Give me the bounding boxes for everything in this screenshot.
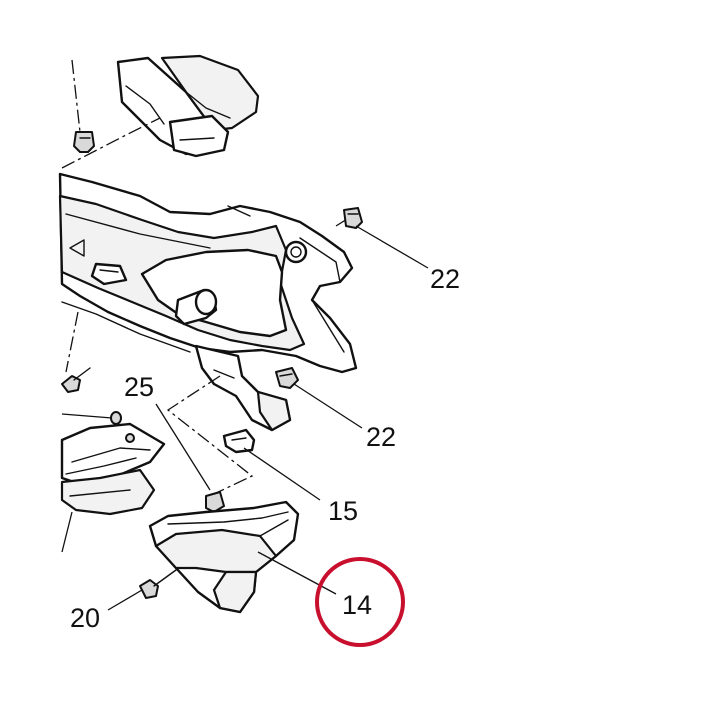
leader-22-upper [355,225,429,269]
centerline-upper [71,59,81,133]
callout-25: 25 [124,372,154,402]
leader-22-lower [293,383,363,429]
screw-20 [139,569,177,599]
upper-bracket-part [116,54,260,158]
leader-15 [243,447,321,501]
clip-22-lower [275,367,299,389]
leader-14 [257,551,337,595]
callout-22-upper: 22 [430,264,460,294]
pin [110,411,122,425]
clip-25 [205,491,225,513]
clip-upper-left [73,131,95,153]
callout-14: 14 [342,590,372,620]
screw-left [61,367,91,393]
centerline-25 [166,375,254,495]
side-cover-14 [148,500,300,614]
leader-left-cover [61,511,73,553]
mounting-bracket-center [194,344,292,432]
centerline-right-top [335,215,353,227]
leader-25 [155,403,211,491]
callout-20: 20 [70,603,100,633]
pin-leader [61,413,113,419]
clip-22-upper [343,207,363,229]
rear-frame-assembly [58,172,358,374]
highlight-circle [315,557,405,647]
left-side-cover [60,422,166,516]
callout-22-lower: 22 [366,422,396,452]
centerline-left [65,311,79,373]
grommet-15 [222,428,256,454]
leader-20 [107,589,143,611]
callout-15: 15 [328,496,358,526]
